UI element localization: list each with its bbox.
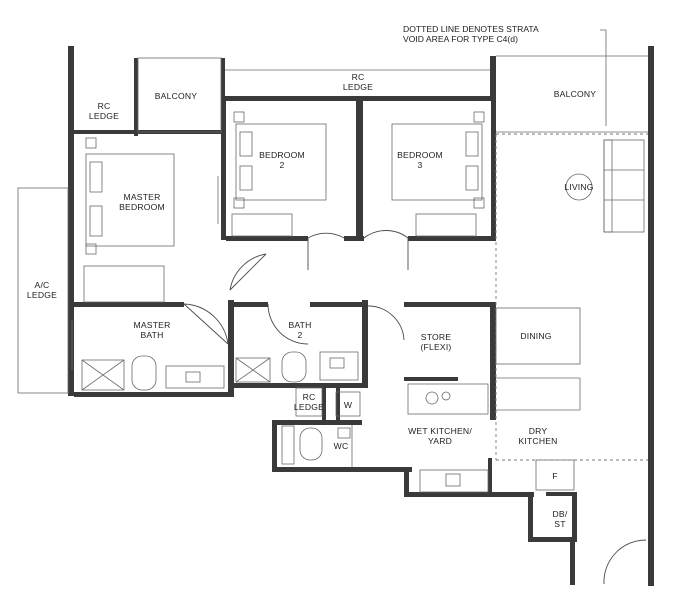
bedroom3-label-2: 3 [418, 160, 423, 170]
strata-note-line2: VOID AREA FOR TYPE C4(d) [403, 34, 518, 44]
rc-ledge-top-center-1: RC [352, 72, 365, 82]
bedroom2-label-2: 2 [280, 160, 285, 170]
wet-kitchen-label-2: YARD [428, 436, 452, 446]
dry-kitchen-label-2: KITCHEN [518, 436, 557, 446]
strata-void-line [495, 29, 648, 461]
outlines [17, 55, 648, 493]
rc-ledge-top-left-1: RC [98, 101, 111, 111]
db-st-label-1: DB/ [553, 509, 568, 519]
wet-kitchen-label-1: WET KITCHEN/ [408, 426, 472, 436]
dry-kitchen-label-1: DRY [529, 426, 548, 436]
master-bath-label-1: MASTER [133, 320, 170, 330]
labels: DOTTED LINE DENOTES STRATA VOID AREA FOR… [27, 24, 596, 529]
bedroom3-label-1: BEDROOM [397, 150, 443, 160]
w-label: W [344, 400, 353, 410]
rc-ledge-top-left-2: LEDGE [89, 111, 119, 121]
bath2-label-1: BATH [288, 320, 311, 330]
fridge-label: F [552, 471, 557, 481]
balcony-left-label: BALCONY [155, 91, 198, 101]
master-bedroom-label-2: BEDROOM [119, 202, 165, 212]
db-st-label-2: ST [554, 519, 566, 529]
master-bath-label-2: BATH [140, 330, 163, 340]
dining-label: DINING [520, 331, 551, 341]
rc-ledge-top-center-2: LEDGE [343, 82, 373, 92]
living-label: LIVING [564, 182, 593, 192]
bath2-label-2: 2 [298, 330, 303, 340]
store-label-2: (FLEXI) [420, 342, 451, 352]
ac-ledge-label-2: LEDGE [27, 290, 57, 300]
wc-label: WC [334, 441, 349, 451]
store-label-1: STORE [421, 332, 452, 342]
walls [68, 46, 654, 586]
strata-note-line1: DOTTED LINE DENOTES STRATA [403, 24, 539, 34]
balcony-right-label: BALCONY [554, 89, 597, 99]
master-bedroom-label-1: MASTER [123, 192, 160, 202]
doors [183, 230, 647, 585]
rc-ledge-bottom-label-1: RC [303, 392, 316, 402]
ac-ledge-label-1: A/C [35, 280, 50, 290]
rc-ledge-bottom-label-2: LEDGE [294, 402, 324, 412]
bedroom2-label-1: BEDROOM [259, 150, 305, 160]
